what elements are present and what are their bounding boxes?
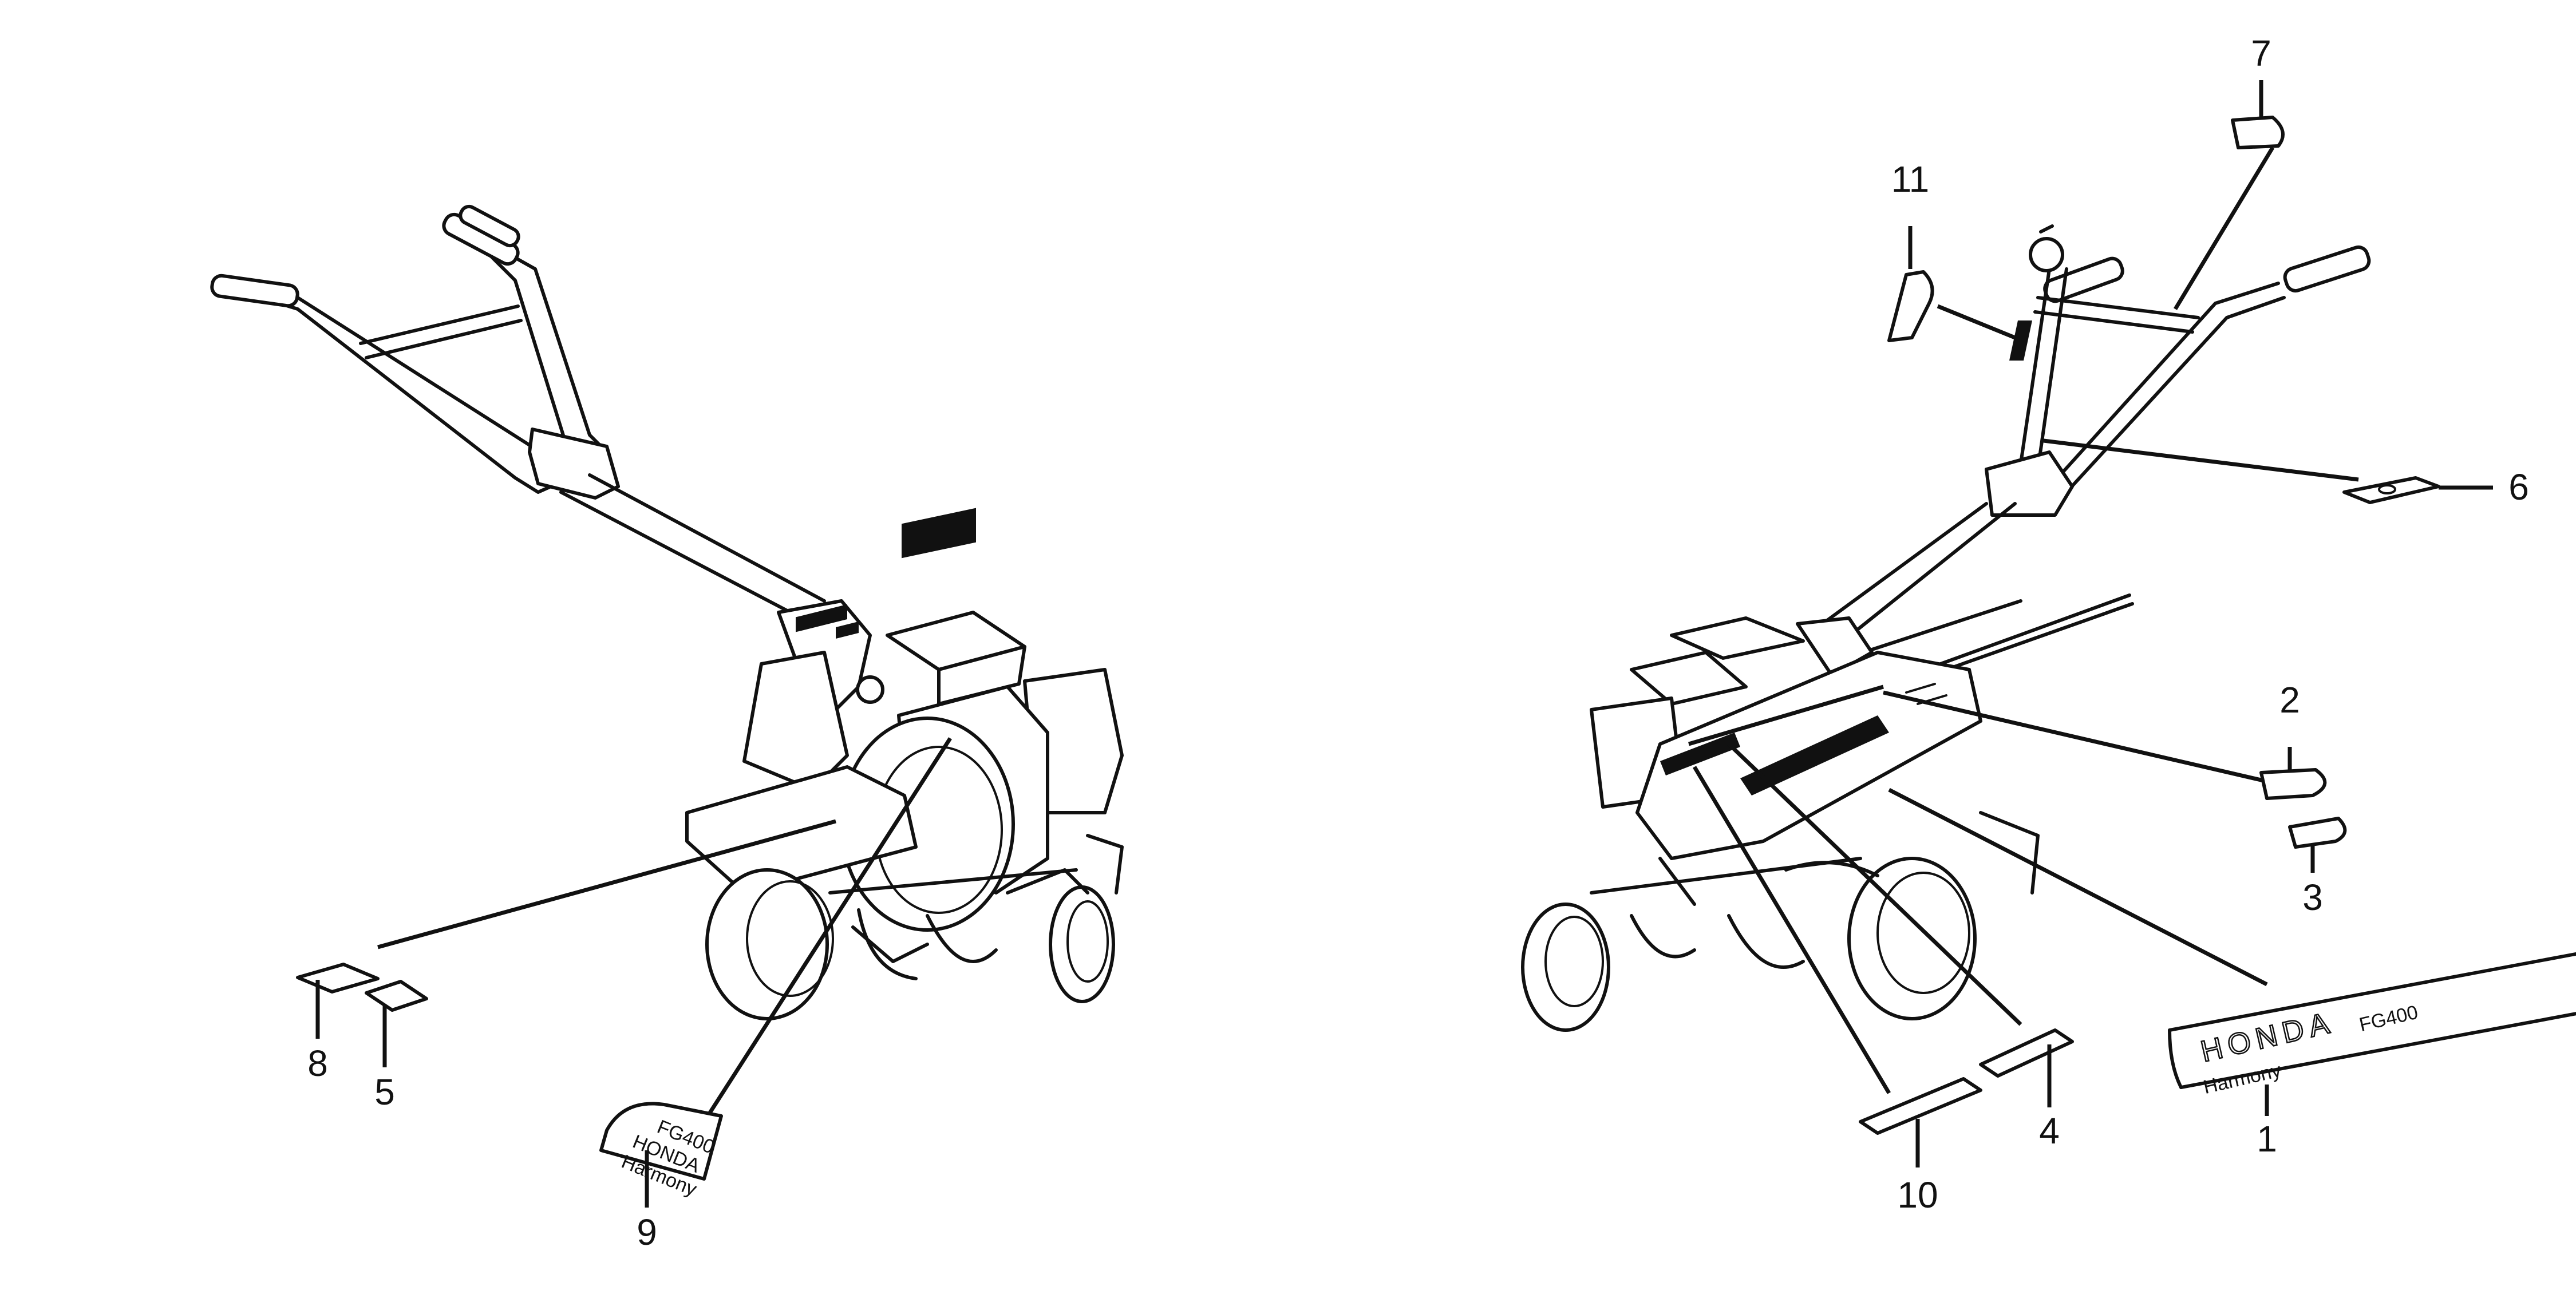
left-tiller (210, 204, 1124, 1020)
callout-6: 6 (2508, 466, 2529, 508)
right-engine (1590, 599, 2022, 860)
decal-1-badge (2168, 952, 2576, 1089)
decal-4 (1979, 1028, 2074, 1078)
callout-10: 10 (1897, 1174, 1938, 1216)
callout-9: 9 (637, 1212, 657, 1253)
callout-4: 4 (2039, 1110, 2060, 1151)
left-engine (685, 508, 1124, 932)
right-tiller (1521, 224, 2371, 1032)
callout-11: 11 (1891, 159, 1929, 200)
right-tines (1521, 811, 2040, 1032)
left-tines (705, 834, 1124, 1020)
callout-2: 2 (2279, 679, 2300, 721)
decal-11 (1887, 270, 1934, 342)
decals (296, 116, 2576, 1181)
callout-7: 7 (2251, 33, 2271, 74)
decal-9-badge (599, 1102, 723, 1181)
decal-10 (1859, 1077, 1982, 1135)
decal-8 (296, 963, 380, 994)
decal-2 (2259, 768, 2327, 800)
left-badge-text: FG400 HONDA Harmony (618, 1116, 717, 1201)
callout-5: 5 (374, 1071, 395, 1113)
decal-5 (365, 980, 428, 1012)
decal-6 (2342, 476, 2440, 504)
callout-stubs (315, 80, 2493, 1208)
decal-7 (2231, 116, 2285, 149)
callout-8: 8 (307, 1043, 328, 1084)
leader-lines (377, 147, 2359, 1123)
right-handlebar (1813, 224, 2371, 671)
left-handlebar (210, 204, 826, 620)
callout-3: 3 (2302, 877, 2323, 918)
decal-3 (2288, 817, 2347, 849)
callout-1: 1 (2257, 1118, 2277, 1159)
callout-numbers: 8 5 9 10 4 1 2 3 6 7 11 (307, 33, 2529, 1253)
